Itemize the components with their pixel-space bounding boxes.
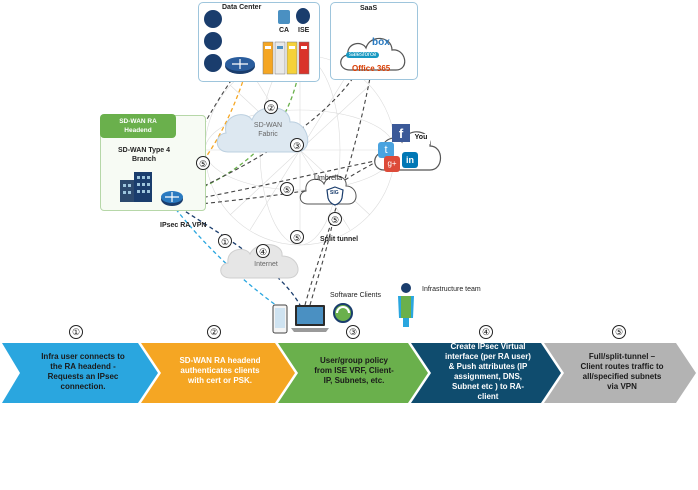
anyconnect-client-icon <box>333 303 353 323</box>
infrastructure-team-label: Infrastructure team <box>422 286 481 293</box>
step-4-number: ④ <box>479 325 493 339</box>
sig-shield-icon <box>326 186 344 206</box>
facebook-icon: f <box>392 124 410 142</box>
umbrella-social-path <box>344 157 383 181</box>
router-icon <box>204 10 222 28</box>
laptop-icon <box>291 305 329 332</box>
branch-type-label: SD-WAN Type 4 Branch <box>118 147 170 163</box>
sdwan-fabric-cloud <box>216 107 309 153</box>
software-clients-label: Software Clients <box>330 292 381 299</box>
dark-social-path <box>189 159 381 201</box>
office365-logo: Office 365 <box>352 64 391 73</box>
network-node-icon <box>204 32 222 50</box>
marker-step-4: ④ <box>256 244 270 258</box>
data-center-label: Data Center <box>222 4 262 11</box>
marker-step-5-umbrella: ⑤ <box>280 182 294 196</box>
internet-label: Internet <box>254 261 278 268</box>
fabric-label-line2: Fabric <box>258 131 278 138</box>
client-saas-path <box>304 77 371 306</box>
step-4-text: Create IPsec Virtual interface (per RA u… <box>445 342 531 401</box>
headend-tag-text: SD-WAN RA Headend <box>119 118 157 134</box>
sig-label: SIG <box>330 190 339 196</box>
chevron-step-2 <box>141 343 295 403</box>
googleplus-icon: g+ <box>384 156 400 172</box>
youtube-icon: You <box>412 134 430 144</box>
ise-label: ISE <box>298 27 310 34</box>
orange-auth-path <box>171 74 246 199</box>
saas-label: SaaS <box>360 5 378 12</box>
marker-step-5-branch: ⑤ <box>196 156 210 170</box>
infrastructure-person-icon <box>398 283 414 327</box>
ise-icon <box>296 8 310 24</box>
linkedin-icon: in <box>402 152 418 168</box>
marker-step-5-split: ⑤ <box>328 212 342 226</box>
box-logo: box <box>372 37 390 48</box>
dc-router-icon <box>225 57 255 74</box>
marker-step-1: ① <box>218 234 232 248</box>
salesforce-logo: salesforce <box>346 52 380 58</box>
step-2-text: SD-WAN RA headend authenticates clients … <box>179 356 261 385</box>
step-5-text: Full/split-tunnel – Client routes traffi… <box>580 352 664 391</box>
server-rack-icon <box>262 41 310 75</box>
branch-building-icon <box>120 172 152 202</box>
marker-step-5-internet: ⑤ <box>290 230 304 244</box>
chevron-step-3 <box>278 343 428 403</box>
chevron-step-5 <box>544 343 696 403</box>
sdwan-ra-headend-tag: SD-WAN RA Headend <box>100 114 176 138</box>
ca-server-icon <box>278 10 290 24</box>
twitter-icon: t <box>378 142 394 158</box>
split-tunnel-label: Split tunnel <box>320 236 359 243</box>
step-2-number: ② <box>207 325 221 339</box>
internet-cloud <box>220 244 299 279</box>
marker-step-3: ③ <box>290 138 304 152</box>
marker-step-2: ② <box>264 100 278 114</box>
step-5-number: ⑤ <box>612 325 626 339</box>
ca-label: CA <box>279 27 290 34</box>
controller-icon <box>204 54 222 72</box>
ipsec-ra-vpn-label: IPsec RA VPN <box>160 222 207 229</box>
chevron-step-4 <box>411 343 561 403</box>
step-3-number: ③ <box>346 325 360 339</box>
split-tunnel-path <box>309 209 336 306</box>
chevron-step-1 <box>2 343 158 403</box>
umbrella-label: Umbrella <box>314 175 343 182</box>
blue-connect-path <box>174 207 281 309</box>
mobile-phone-icon <box>272 304 288 334</box>
fabric-label-line1: SD-WAN <box>253 122 283 129</box>
step-1-number: ① <box>69 325 83 339</box>
step-3-text: User/group policy from ISE VRF, Client- … <box>314 356 394 385</box>
steps-chevron-row <box>2 343 696 403</box>
step-1-text: Infra user connects to the RA headend - … <box>41 352 125 391</box>
headend-router-icon <box>161 191 183 206</box>
